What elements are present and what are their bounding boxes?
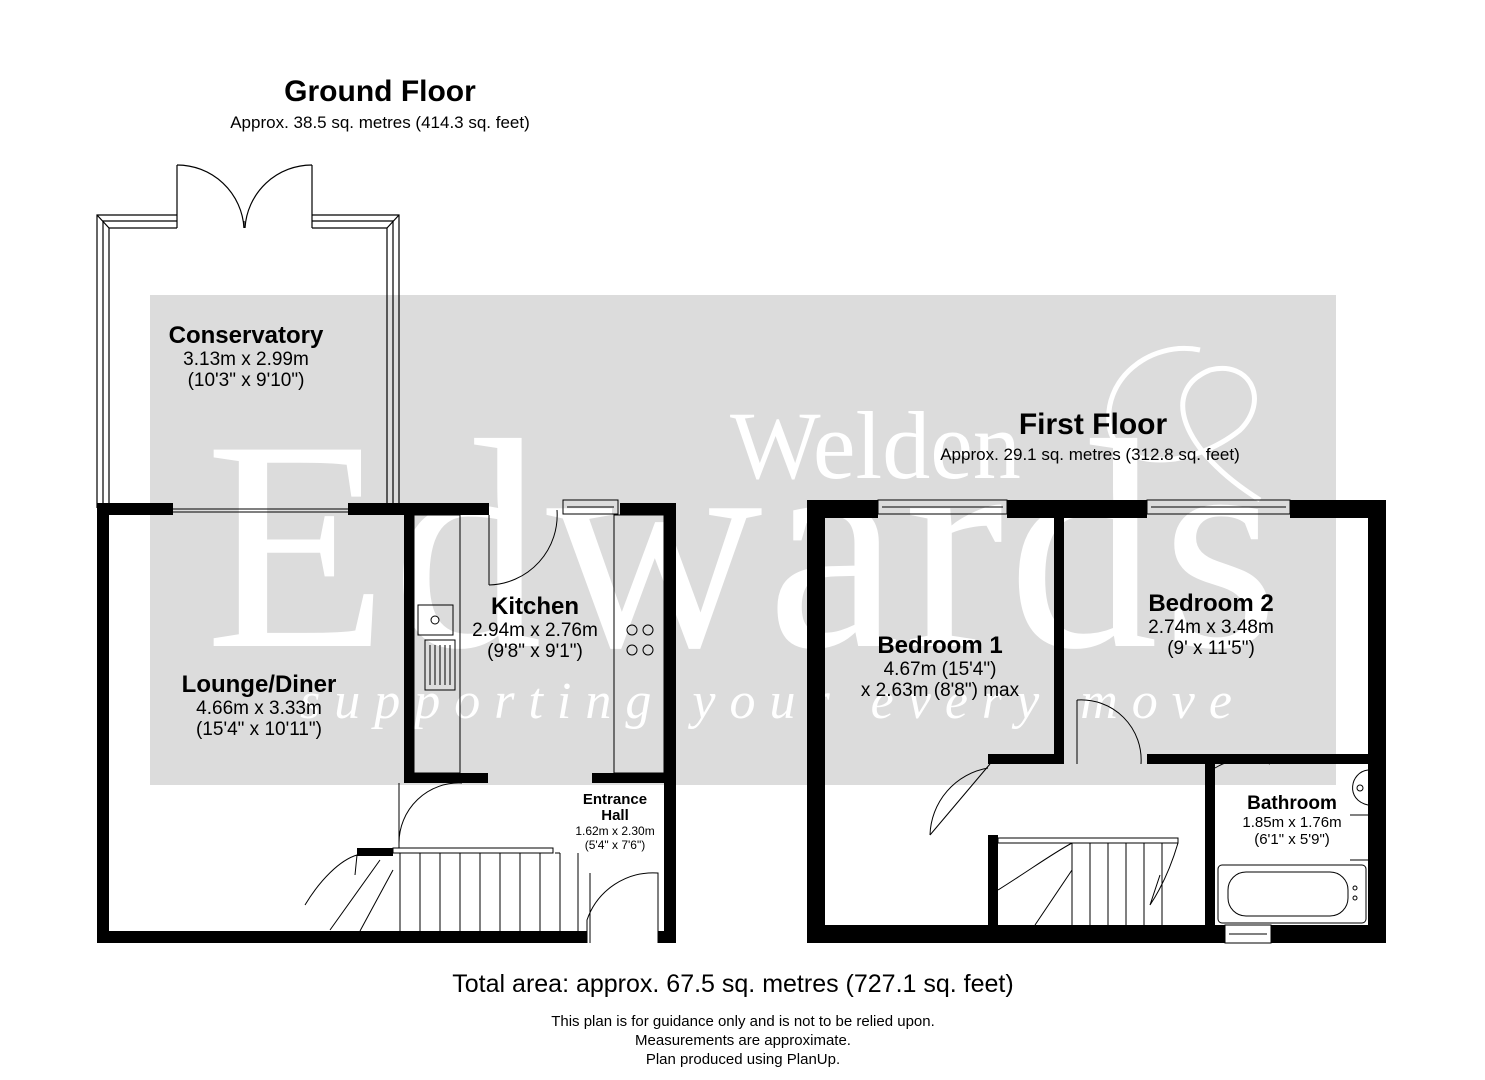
room-name: Bathroom	[1247, 793, 1337, 814]
room-label-bedroom-2: Bedroom 2 2.74m x 3.48m (9' x 11'5")	[1111, 590, 1311, 660]
first-floor-fittings	[877, 499, 1369, 944]
first-floor-walls	[807, 500, 1386, 943]
room-name: Bedroom 1	[877, 632, 1003, 659]
watermark-welden: Welden	[730, 392, 1021, 499]
watermark-panel	[150, 295, 1336, 785]
room-dimensions-imperial: (9' x 11'5")	[1167, 638, 1255, 659]
ground-floor-walls	[97, 503, 676, 943]
room-name-line1: Entrance	[582, 791, 648, 808]
room-name: Kitchen	[490, 593, 579, 620]
ground-floor-fittings	[173, 499, 665, 943]
room-dimensions-imperial: (10'3" x 9'10")	[187, 370, 305, 391]
ground-floor-title: Ground Floor	[284, 75, 476, 108]
conservatory-frame	[96, 164, 400, 508]
room-dimensions-metric: 1.85m x 1.76m	[1242, 814, 1342, 831]
room-dimensions-imperial: (9'8" x 9'1")	[487, 641, 583, 662]
first-floor-area: Approx. 29.1 sq. metres (312.8 sq. feet)	[940, 445, 1240, 464]
room-dimensions-imperial: (6'1" x 5'9")	[1254, 831, 1330, 848]
first-floor-title: First Floor	[1018, 408, 1168, 441]
room-label-entrance-hall: Entrance Hall 1.62m x 2.30m (5'4" x 7'6"…	[560, 791, 670, 853]
disclaimer-line-1: This plan is for guidance only and is no…	[551, 1013, 935, 1030]
room-label-conservatory: Conservatory 3.13m x 2.99m (10'3" x 9'10…	[146, 322, 346, 392]
room-dimensions-line1: 4.67m (15'4")	[883, 659, 997, 680]
room-dimensions-metric: 1.62m x 2.30m	[575, 824, 655, 838]
room-label-lounge-diner: Lounge/Diner 4.66m x 3.33m (15'4" x 10'1…	[149, 671, 369, 741]
room-dimensions-metric: 4.66m x 3.33m	[196, 698, 322, 719]
room-dimensions-metric: 2.74m x 3.48m	[1148, 617, 1274, 638]
disclaimer-line-3: Plan produced using PlanUp.	[645, 1051, 841, 1068]
room-name: Bedroom 2	[1148, 590, 1274, 617]
room-label-kitchen: Kitchen 2.94m x 2.76m (9'8" x 9'1")	[440, 593, 630, 663]
ampersand-logo	[1106, 346, 1262, 503]
ground-floor-area: Approx. 38.5 sq. metres (414.3 sq. feet)	[230, 113, 530, 132]
room-dimensions-line2: x 2.63m (8'8") max	[860, 680, 1020, 701]
room-dimensions-metric: 2.94m x 2.76m	[472, 620, 598, 641]
total-area: Total area: approx. 67.5 sq. metres (727…	[452, 970, 1014, 998]
disclaimer-line-2: Measurements are approximate.	[635, 1032, 851, 1049]
room-name-line2: Hall	[601, 807, 629, 824]
room-dimensions-metric: 3.13m x 2.99m	[183, 349, 309, 370]
room-dimensions-imperial: (5'4" x 7'6")	[584, 838, 646, 852]
room-dimensions-imperial: (15'4" x 10'11")	[195, 719, 322, 740]
room-name: Lounge/Diner	[181, 671, 337, 698]
room-label-bedroom-1: Bedroom 1 4.67m (15'4") x 2.63m (8'8") m…	[830, 632, 1050, 702]
watermark-edwards: Edwards	[205, 379, 1283, 711]
room-label-bathroom: Bathroom 1.85m x 1.76m (6'1" x 5'9")	[1222, 793, 1362, 849]
room-name: Conservatory	[168, 322, 324, 349]
